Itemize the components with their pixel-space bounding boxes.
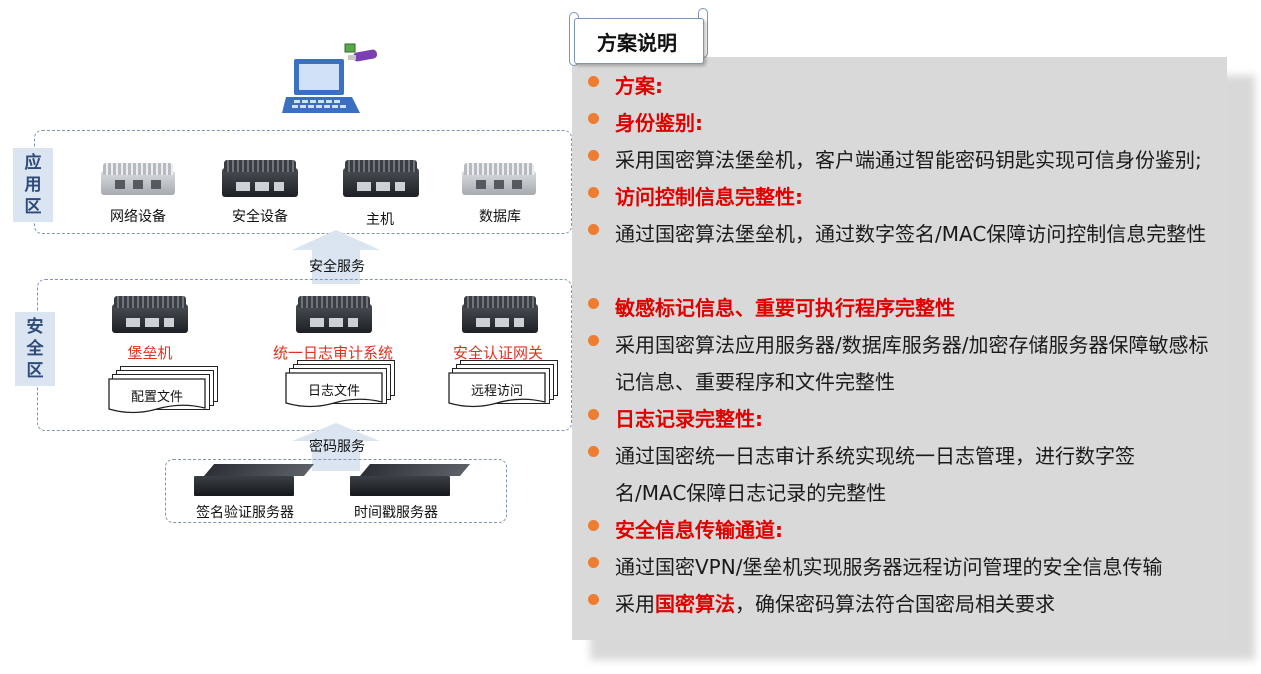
bullet-icon: [588, 187, 599, 198]
device-label-host: 主机: [366, 212, 394, 228]
timestamp-server-label: 时间戳服务器: [354, 505, 438, 521]
network-device-icon: [101, 163, 175, 195]
log-file-label: 日志文件: [307, 384, 360, 399]
bullet-icon: [588, 150, 599, 161]
security-device-icon: [222, 160, 298, 197]
signature-server-icon: [194, 464, 315, 498]
security-gateway-icon: [462, 296, 538, 333]
security-service-label: 安全服务: [309, 259, 365, 275]
bullet-icon: [588, 76, 599, 87]
device-label-network: 网络设备: [110, 209, 166, 225]
remote-access-stack: 远程访问: [448, 360, 560, 412]
device-label-database: 数据库: [479, 209, 521, 225]
security-zone-tag: 安 全 区: [15, 312, 55, 386]
bullet-icon: [588, 409, 599, 420]
signature-server-label: 签名验证服务器: [196, 505, 294, 521]
crypto-server-zone: [165, 459, 507, 523]
timestamp-server-icon: [350, 464, 471, 498]
remote-access-label: 远程访问: [470, 384, 523, 399]
bastion-host-label: 堡垒机: [127, 344, 173, 362]
panel-title-box: 方案说明: [574, 18, 704, 64]
bullet-icon: [588, 557, 599, 568]
host-icon: [343, 160, 419, 197]
bullet-icon: [588, 298, 599, 309]
bullet-icon: [588, 335, 599, 346]
database-icon: [462, 163, 536, 195]
security-gateway-label: 安全认证网关: [452, 344, 543, 362]
security-service-arrow: [286, 228, 386, 284]
crypto-algorithm-highlight: 国密算法: [655, 592, 735, 616]
bastion-host-icon: [112, 296, 188, 333]
config-file-stack: 配置文件: [108, 366, 220, 418]
device-label-security: 安全设备: [232, 209, 288, 225]
bullet-icon: [588, 224, 599, 235]
panel-title: 方案说明: [597, 31, 677, 55]
bullet-icon: [588, 446, 599, 457]
log-audit-system-icon: [296, 296, 372, 333]
application-zone-tag: 应 用 区: [13, 148, 53, 222]
crypto-service-label: 密码服务: [309, 439, 365, 455]
laptop-icon: [282, 55, 362, 117]
usb-key-icon: [343, 42, 383, 68]
bullet-icon: [588, 594, 599, 605]
log-file-stack: 日志文件: [285, 360, 397, 412]
bullet-icon: [588, 520, 599, 531]
bullet-icon: [588, 113, 599, 124]
config-file-label: 配置文件: [130, 390, 183, 405]
scheme-panel: [572, 57, 1227, 640]
log-audit-system-label: 统一日志审计系统: [272, 344, 393, 362]
